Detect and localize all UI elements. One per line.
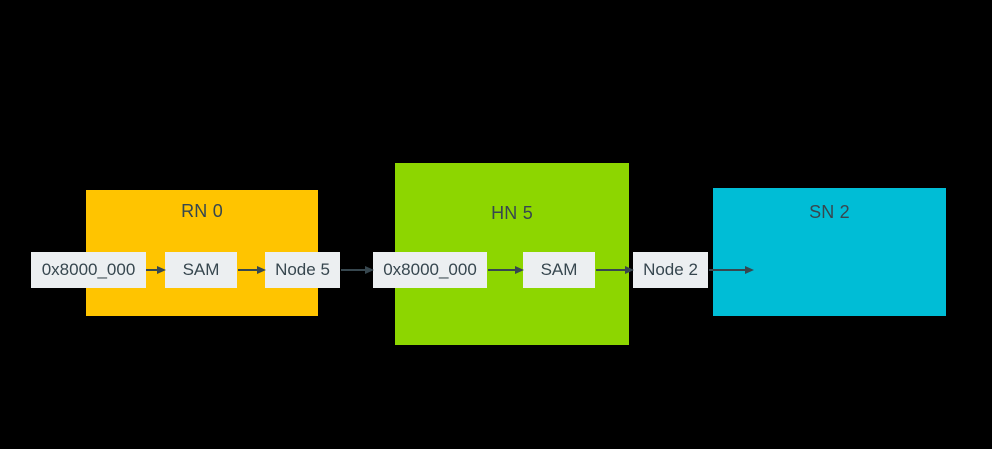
node-rn0-label: RN 0 <box>181 201 223 221</box>
chip-rn-address: 0x8000_000 <box>31 252 146 288</box>
node-sn2: SN 2 <box>713 188 946 316</box>
arrow-node2-to-sn2-icon <box>709 266 754 274</box>
chip-hn-sam: SAM <box>523 252 595 288</box>
arrow-hn-address-to-sam-icon <box>488 266 524 274</box>
node-hn5-label: HN 5 <box>491 203 533 223</box>
chip-rn-sam: SAM <box>165 252 237 288</box>
arrow-rn-address-to-sam-icon <box>146 266 166 274</box>
arrow-rn-sam-to-node5-icon <box>238 266 266 274</box>
arrow-hn-sam-to-node2-icon <box>596 266 634 274</box>
chip-hn-target-node: Node 2 <box>633 252 708 288</box>
chip-rn-target-node: Node 5 <box>265 252 340 288</box>
arrow-node5-to-hn-address-icon <box>341 266 374 274</box>
node-sn2-label: SN 2 <box>809 202 850 222</box>
chip-hn-address: 0x8000_000 <box>373 252 487 288</box>
